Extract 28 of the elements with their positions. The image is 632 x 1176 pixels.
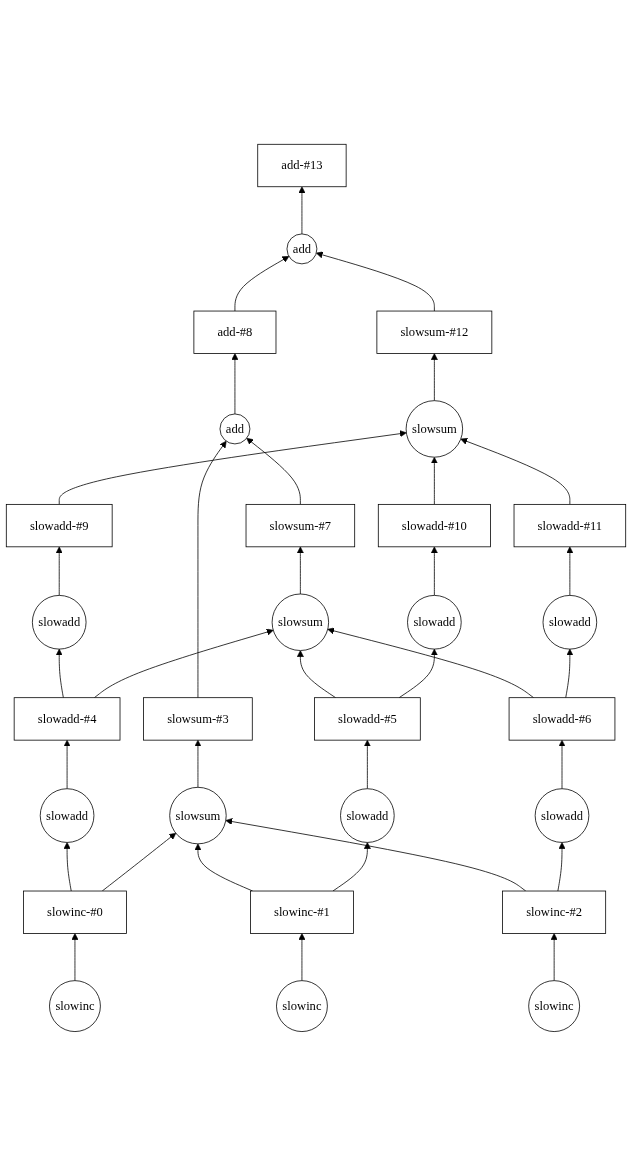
node-circle: add	[219, 413, 251, 445]
node-circle: slowinc	[528, 980, 580, 1033]
node-box: slowinc-#0	[23, 890, 127, 934]
node-box: slowsum-#12	[376, 310, 493, 354]
node-box: slowadd-#11	[513, 504, 627, 548]
node-circle: slowsum	[271, 593, 330, 651]
node-box: slowsum-#7	[245, 504, 356, 548]
node-circle: slowadd	[407, 595, 462, 650]
node-box: slowsum-#3	[143, 697, 253, 741]
node-circle: slowsum	[405, 400, 464, 458]
node-box: slowadd-#6	[508, 697, 616, 741]
node-circle: slowadd	[534, 788, 590, 843]
node-circle: slowadd	[340, 788, 395, 843]
node-circle: slowadd	[31, 595, 87, 650]
node-circle: slowinc	[276, 980, 328, 1033]
node-box: slowadd-#5	[314, 697, 421, 741]
node-box: slowinc-#1	[250, 890, 354, 934]
node-box: add-#13	[257, 143, 347, 188]
node-circle: slowadd	[39, 788, 95, 843]
node-box: slowadd-#10	[377, 504, 491, 548]
node-circle: slowinc	[49, 980, 101, 1033]
node-box: slowinc-#2	[502, 890, 607, 934]
node-circle: slowadd	[542, 595, 598, 650]
node-box: add-#8	[193, 310, 277, 354]
node-circle: slowsum	[169, 787, 227, 845]
node-box: slowadd-#9	[5, 504, 113, 548]
node-circle: add	[286, 233, 318, 265]
node-box: slowadd-#4	[13, 697, 121, 741]
